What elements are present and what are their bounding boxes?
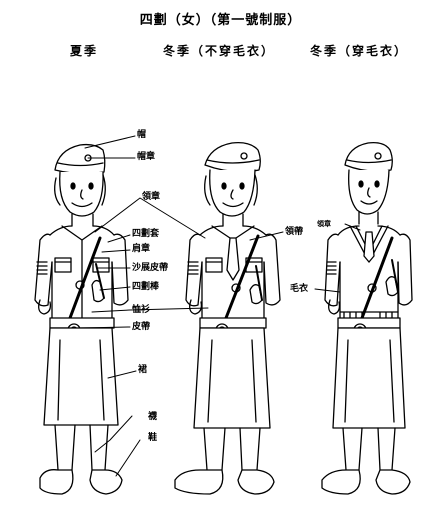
callout-necktie: 領帶 <box>285 227 304 237</box>
callout-shoes: 鞋 <box>148 433 158 443</box>
callout-sam-browne-belt: 沙展皮帶 <box>132 263 169 273</box>
column-heading-winter-sweater: 冬季（穿毛衣） <box>310 44 409 58</box>
callout-shirt: 恤衫 <box>132 305 151 315</box>
callout-collar-badge: 領章 <box>142 192 161 202</box>
callout-cap-badge: 帽章 <box>137 152 156 162</box>
callout-rank-sleeve: 四劃套 <box>132 229 160 239</box>
callout-collar-badge-sweater: 領章 <box>317 220 331 228</box>
callout-belt: 皮帶 <box>132 322 151 332</box>
callout-rank-stick: 四劃棒 <box>132 282 160 292</box>
callout-cap: 帽 <box>137 130 147 140</box>
figure-winter-sweater <box>321 142 413 495</box>
callout-socks: 襪 <box>148 412 158 422</box>
column-heading-winter-no-sweater: 冬季（不穿毛衣） <box>163 44 276 58</box>
callout-shoulder-strap: 肩章 <box>132 244 151 254</box>
figure-winter-no-sweater <box>174 142 281 495</box>
column-heading-summer: 夏季 <box>70 44 99 58</box>
leader-lines <box>79 135 361 477</box>
callout-sweater: 毛衣 <box>290 284 309 294</box>
callout-skirt: 裙 <box>138 365 148 375</box>
title: 四劃（女）（第一號制服） <box>139 13 302 28</box>
figure-summer <box>34 143 129 495</box>
